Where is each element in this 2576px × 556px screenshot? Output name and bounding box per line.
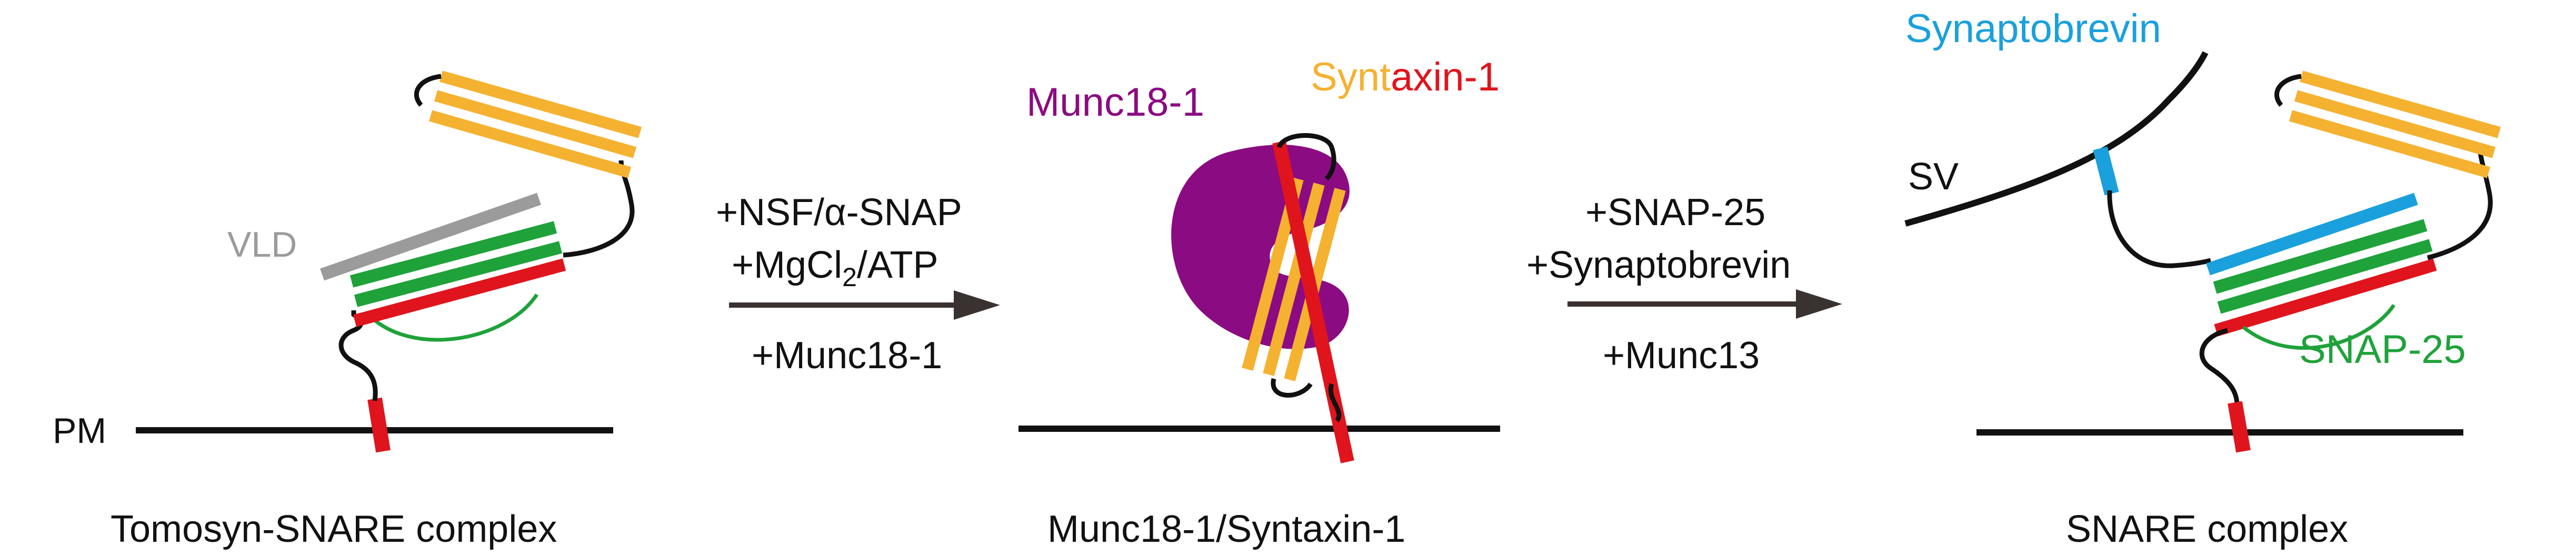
syntaxin-linker-2: [1271, 378, 1342, 422]
snap25-helix-a-1: [350, 221, 557, 288]
pm-label: PM: [53, 411, 106, 451]
synaptobrevin-label: Synaptobrevin: [1905, 6, 2161, 51]
syntaxin-habc-b: [1263, 183, 1325, 376]
arrow1-line1: +NSF/α-SNAP: [716, 191, 962, 234]
syntaxin1-label: Syntaxin-1: [1311, 55, 1500, 99]
caption-snare-complex: SNARE complex: [2066, 508, 2348, 550]
synaptic-vesicle-membrane: [1904, 51, 2209, 227]
arrow2-line1: +SNAP-25: [1585, 191, 1765, 234]
vld-label: VLD: [227, 225, 297, 265]
helices-linker-3: [2427, 144, 2493, 260]
snap25-helix-b-1: [354, 241, 563, 307]
synaptobrevin-helix: [2206, 193, 2418, 276]
arrow-step-1: +NSF/α-SNAP +MgCl2/ATP +Munc18-1: [716, 191, 1000, 377]
sv-label: SV: [1908, 156, 1959, 198]
caption-munc18-syntaxin: Munc18-1/Syntaxin-1: [1047, 508, 1405, 550]
tomosyn-helix-b: [434, 90, 637, 158]
arrow2-head: [1796, 289, 1842, 319]
caption-tomosyn-snare-complex: Tomosyn-SNARE complex: [111, 508, 557, 550]
arrow1-head: [954, 290, 1000, 320]
snap25-label: SNAP-25: [2299, 327, 2466, 372]
snap25-helix-b-3: [2217, 239, 2433, 314]
helix-hairpin-3: [2274, 74, 2302, 107]
tomosyn-hairpin: [414, 74, 442, 107]
snap25-helix-a-3: [2213, 219, 2428, 294]
syntaxin-nterm-loop: [1276, 133, 1336, 181]
panel-snare-complex: SV Synaptobrevin SNAP-25 SNARE complex: [1904, 6, 2501, 550]
helix-bundle-b-3: [2294, 90, 2496, 158]
synaptobrevin-linker: [2107, 190, 2212, 268]
arrow1-line2: +MgCl2/ATP: [732, 244, 938, 292]
syntaxin-helix-1: [353, 258, 566, 327]
snap25-loop-1: [367, 294, 538, 342]
arrow2-line3: +Munc13: [1603, 335, 1760, 377]
panel-tomosyn-snare-complex: PM VLD Tomosyn-SNARE complex: [53, 70, 642, 550]
syntaxin-helix-3: [2214, 258, 2437, 337]
syntaxin-tmd-1: [367, 397, 391, 453]
helix-bundle-a-3: [2299, 70, 2501, 138]
snap25-loop-3: [2242, 304, 2395, 350]
arrow2-line2: +Synaptobrevin: [1526, 244, 1791, 286]
tomosyn-helix-c: [428, 110, 632, 178]
munc18-label: Munc18-1: [1026, 80, 1204, 125]
tomosyn-helix-a: [440, 70, 642, 138]
munc18-protein: [1171, 145, 1350, 349]
syntaxin-linker-3: [2199, 328, 2240, 406]
helix-bundle-c-3: [2289, 110, 2491, 178]
synaptobrevin-tmd: [2093, 146, 2119, 196]
syntaxin-tmd-3: [2228, 401, 2251, 453]
arrow-step-2: +SNAP-25 +Synaptobrevin +Munc13: [1526, 191, 1842, 377]
panel-munc18-syntaxin: Munc18-1 Syntaxin-1 Munc18-1/Syntaxin-1: [1019, 55, 1500, 550]
arrow1-line3: +Munc18-1: [752, 335, 942, 377]
vld-helix: [320, 193, 541, 281]
